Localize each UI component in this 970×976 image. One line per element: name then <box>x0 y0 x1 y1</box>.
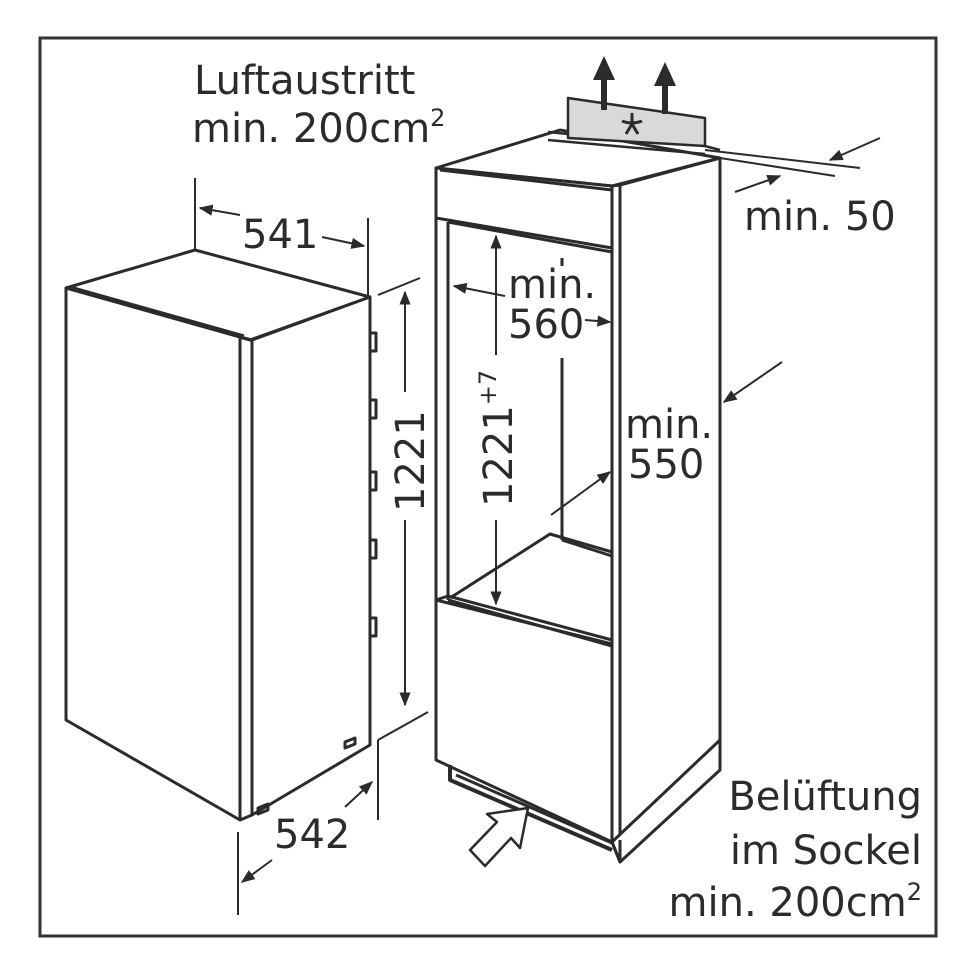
dim-541 <box>194 178 369 297</box>
dim-541-label: 541 <box>242 212 319 258</box>
air-outlet-superscript: 2 <box>430 104 446 132</box>
dim-542 <box>237 740 379 915</box>
dim-560-value: 560 <box>508 302 585 348</box>
dim-550-min: min. <box>625 402 714 448</box>
plinth-vent-line2: im Sockel <box>729 828 922 874</box>
plinth-vent-line3: min. 200cm2 <box>640 880 922 926</box>
appliance-left <box>64 248 378 822</box>
dim-1221-plus7-label: 1221+7 <box>474 369 522 507</box>
dim-1221 <box>377 277 429 741</box>
gap-min-50-label: min. 50 <box>744 194 896 240</box>
air-outlet-min-text: min. 200cm <box>192 106 431 152</box>
dim-min-550 <box>550 361 783 516</box>
star-vent-icon <box>621 113 643 135</box>
dim-560-min: min. <box>508 262 597 308</box>
plinth-vent-min-text: min. 200cm <box>668 880 907 926</box>
dim-1221-niche-text: 1221 <box>476 405 522 507</box>
plinth-vent-line1: Belüftung <box>728 774 922 820</box>
dim-1221-label: 1221 <box>388 410 434 512</box>
cabinet-right <box>434 128 722 864</box>
plinth-vent-superscript: 2 <box>906 878 922 906</box>
air-outlet-title: Luftaustritt <box>194 58 416 104</box>
up-arrow-icon <box>593 56 676 114</box>
dim-min-50 <box>704 137 881 193</box>
hollow-arrow-icon <box>468 806 530 868</box>
dim-tolerance-superscript: +7 <box>474 369 502 406</box>
dim-542-label: 542 <box>274 812 351 858</box>
frame-border <box>38 36 938 938</box>
air-outlet-min: min. 200cm2 <box>192 106 445 152</box>
dim-550-value: 550 <box>628 442 705 488</box>
